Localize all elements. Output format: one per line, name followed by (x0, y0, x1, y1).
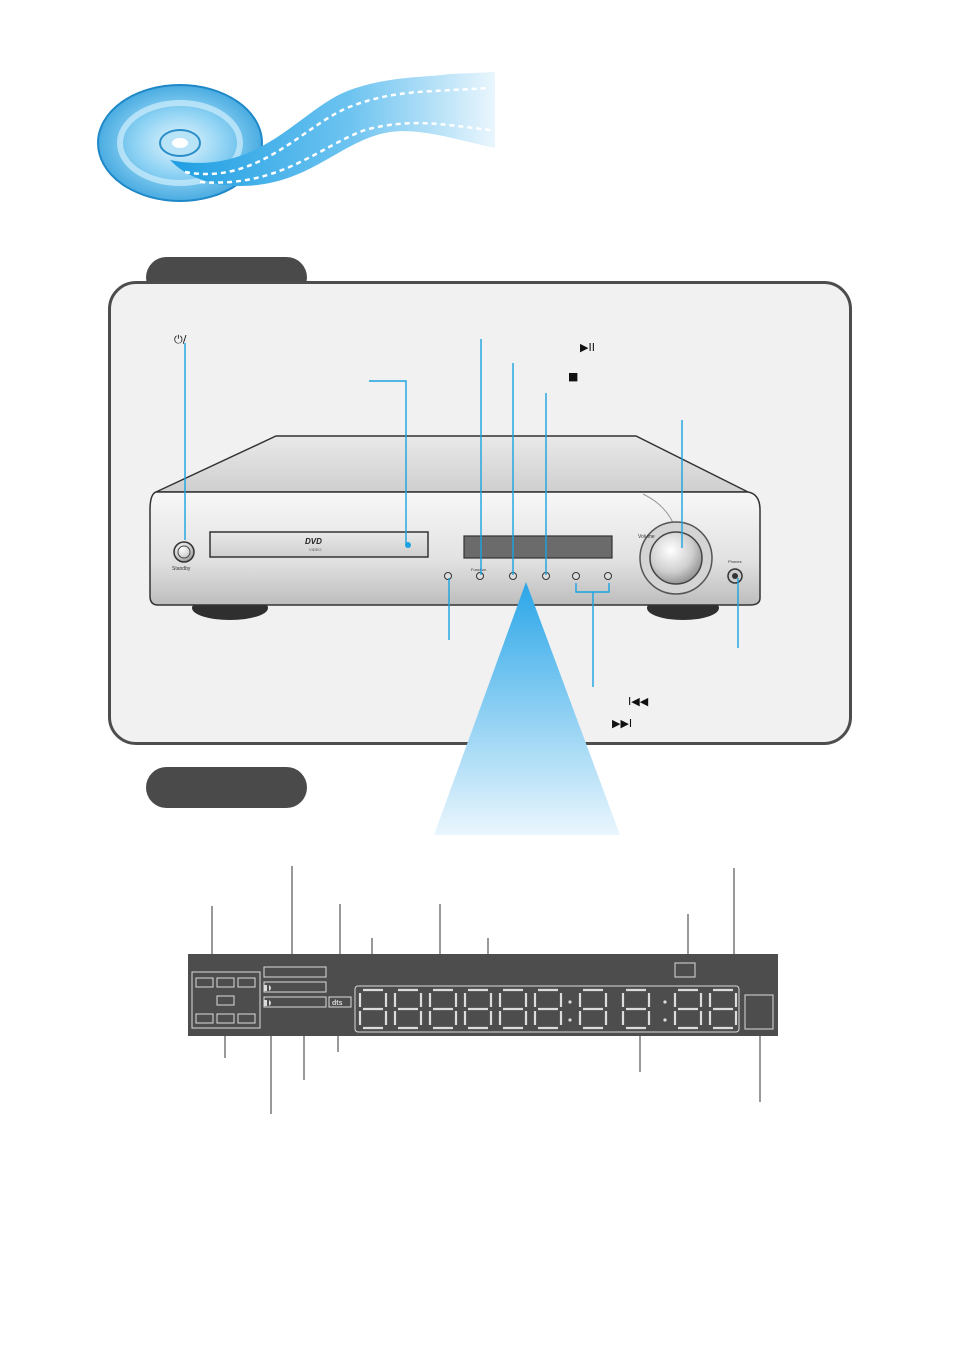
segment-digits (358, 988, 738, 1030)
play-pause-callout-symbol: ▶II (580, 341, 595, 354)
colon-dot (663, 1000, 667, 1004)
segment-digit (578, 988, 608, 1030)
segment-digit (708, 988, 738, 1030)
segment-digit (533, 988, 563, 1030)
dvd-logo-sub: VIDEO (309, 547, 321, 552)
skip-forward-callout-symbol: ▶▶I (612, 717, 633, 730)
volume-knob[interactable] (649, 531, 703, 585)
power-callout-symbol: ⏻/ (174, 333, 187, 346)
phones-label: Phones (728, 559, 742, 564)
display-beam (434, 582, 620, 835)
skip-back-button[interactable] (572, 572, 580, 580)
display-section-label (146, 767, 307, 808)
segment-digit (673, 988, 703, 1030)
small-indicator-box (674, 962, 696, 978)
function-label: Function (471, 567, 486, 572)
speaker-indicator-group (191, 971, 261, 1029)
front-display-diagram: dts (188, 866, 778, 1114)
skip-forward-button[interactable] (604, 572, 612, 580)
disc-film-header-graphic (97, 72, 495, 202)
open-close-button[interactable] (444, 572, 452, 580)
standby-button[interactable] (173, 541, 195, 563)
volume-label: Volume (638, 534, 655, 540)
dts-indicator (328, 996, 352, 1008)
segment-digit (358, 988, 388, 1030)
segment-digit (428, 988, 458, 1030)
unit-display-window (463, 535, 613, 559)
colon-dot (568, 1018, 572, 1022)
skip-back-callout-symbol: I◀◀ (628, 695, 649, 708)
stop-callout-symbol: ■ (568, 370, 579, 383)
segment-digit (498, 988, 528, 1030)
front-panel-callouts (184, 339, 739, 687)
dvd-receiver-unit: DVD VIDEO Standby Function Volume Phones (149, 435, 761, 620)
colon-dot (568, 1000, 572, 1004)
mode-indicator-box (263, 966, 327, 978)
function-button[interactable] (476, 572, 484, 580)
segment-digit (463, 988, 493, 1030)
front-display-body (188, 954, 778, 1036)
right-indicator-box (744, 994, 774, 1030)
dvd-logo: DVD (305, 537, 322, 546)
svg-text:dts: dts (332, 1000, 343, 1007)
standby-label: Standby (172, 566, 191, 572)
segment-digit (393, 988, 423, 1030)
segment-digit (621, 988, 651, 1030)
colon-dot (663, 1018, 667, 1022)
